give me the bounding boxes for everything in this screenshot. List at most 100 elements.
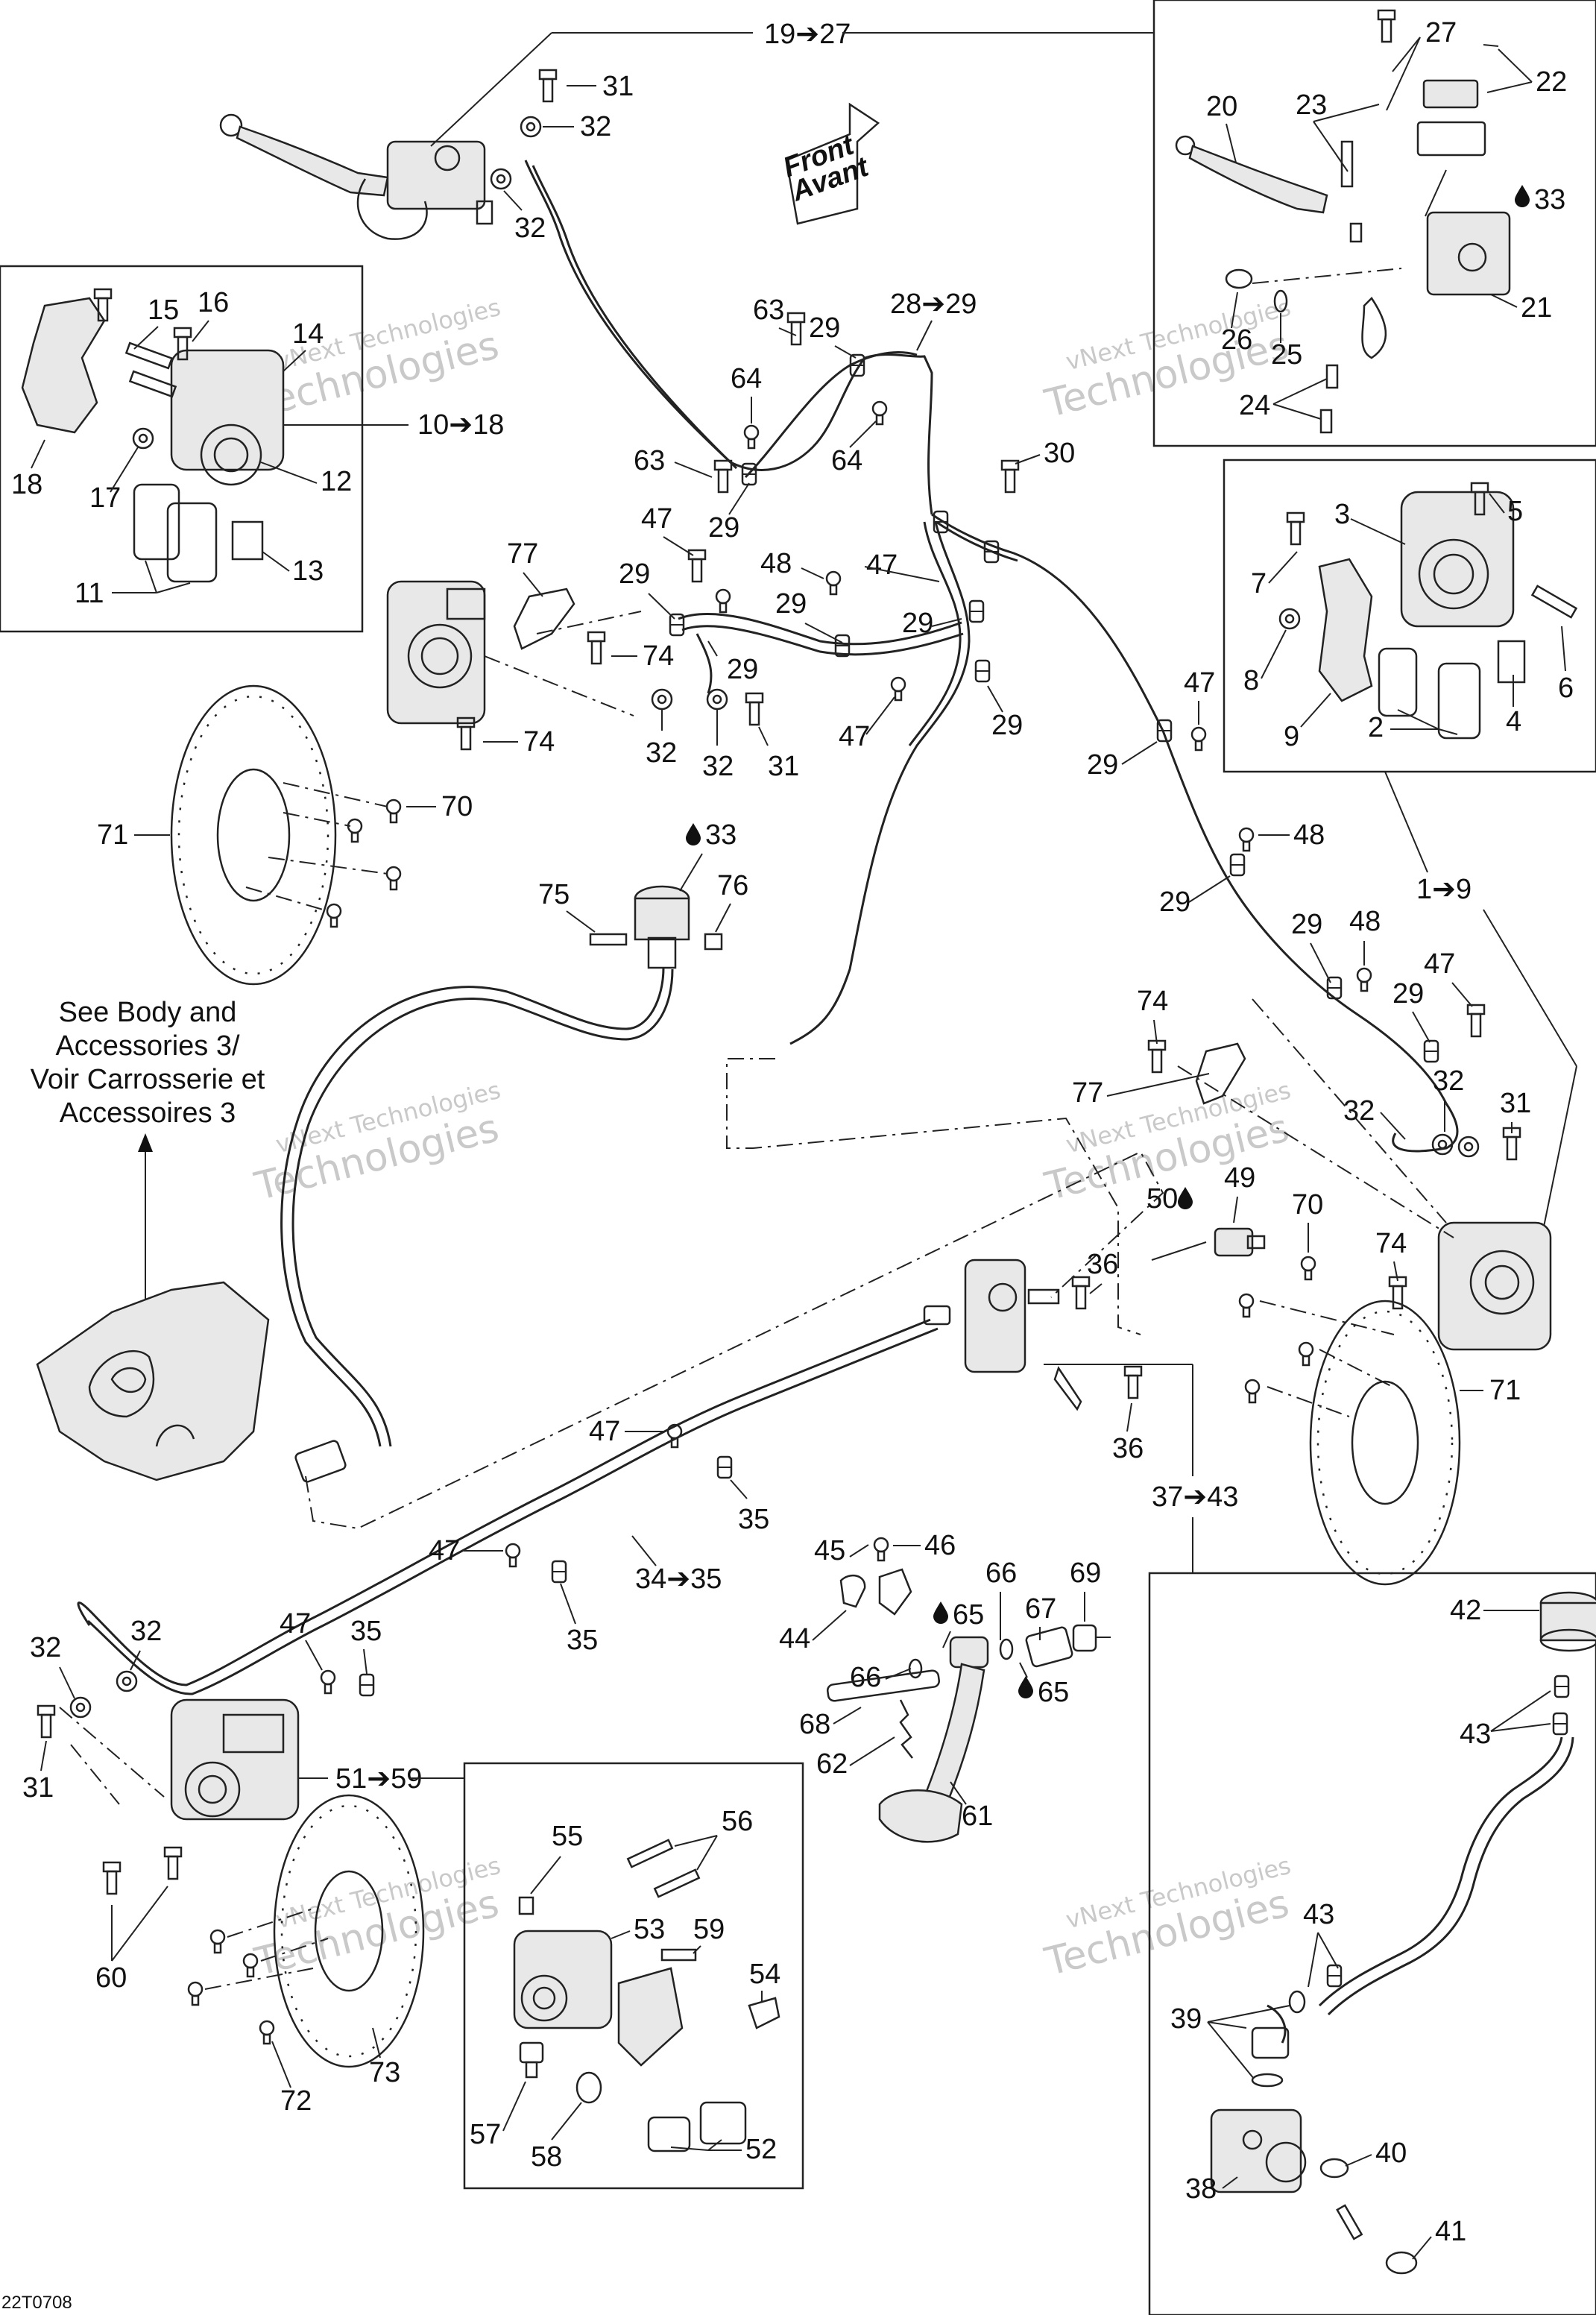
brake-disc-rear (273, 1794, 425, 2068)
callout-67: 67 (1025, 1593, 1056, 1625)
callout-29: 29 (708, 512, 739, 544)
callout-18: 18 (11, 469, 42, 500)
callout-36: 36 (1112, 1433, 1144, 1464)
callout-21: 21 (1521, 292, 1552, 324)
callout-2: 2 (1368, 712, 1384, 743)
brake-light-switch (1214, 1227, 1266, 1257)
inset-box-caliper-51-59 (463, 1762, 804, 2190)
callout-76: 76 (717, 870, 748, 901)
callout-4: 4 (1506, 706, 1521, 737)
callout-72: 72 (280, 2085, 312, 2117)
brake-disc-front-left (170, 684, 337, 986)
callout-48: 48 (760, 548, 792, 579)
front-direction-arrow: Front Avant (779, 102, 880, 225)
callout-47: 47 (280, 1608, 311, 1640)
callout-56: 56 (722, 1806, 753, 1837)
callout-77: 77 (507, 538, 538, 570)
callout-40: 40 (1375, 2138, 1407, 2169)
callout-32: 32 (514, 212, 546, 244)
callout-29: 29 (1087, 749, 1118, 781)
callout-47: 47 (429, 1535, 460, 1566)
master-cylinder-body (1426, 211, 1511, 296)
callout-46: 46 (924, 1530, 956, 1561)
callout-5: 5 (1507, 496, 1523, 527)
callout-48: 48 (1349, 906, 1381, 937)
callout-29: 29 (1392, 978, 1424, 1010)
callout-65: 65 (1038, 1677, 1069, 1708)
callout-38: 38 (1185, 2173, 1217, 2205)
callout-63: 63 (634, 445, 665, 476)
inset-box-master-cylinder-37-43 (1148, 1572, 1596, 2315)
callout-54: 54 (749, 1959, 780, 1990)
callout-73: 73 (369, 2057, 400, 2088)
callout-33: 33 (705, 819, 737, 851)
callout-69: 69 (1070, 1557, 1101, 1589)
callout-35: 35 (738, 1504, 769, 1535)
callout-32: 32 (30, 1632, 61, 1663)
callout-34-35: 34➔35 (635, 1563, 722, 1595)
callout-71: 71 (97, 819, 128, 851)
callout-35: 35 (350, 1616, 382, 1647)
callout-33: 33 (1534, 184, 1565, 215)
callout-29: 29 (727, 654, 758, 685)
callout-68: 68 (799, 1709, 830, 1740)
callout-63: 63 (753, 295, 784, 326)
callout-41: 41 (1435, 2216, 1466, 2247)
note-line-1: See Body and (59, 997, 237, 1028)
callout-31: 31 (768, 751, 799, 782)
callout-28-29: 28➔29 (890, 289, 977, 320)
callout-70: 70 (441, 791, 473, 822)
callout-29: 29 (775, 588, 807, 620)
inset-box-master-cylinder-19-27 (1152, 0, 1596, 447)
callout-24: 24 (1239, 390, 1270, 421)
callout-59: 59 (693, 1914, 725, 1945)
callout-43: 43 (1460, 1719, 1491, 1750)
front-right-caliper (1437, 1221, 1552, 1351)
note-line-3: Voir Carrosserie et (31, 1064, 265, 1095)
callout-47: 47 (839, 721, 870, 752)
callout-9: 9 (1284, 721, 1299, 752)
callout-74: 74 (523, 726, 555, 758)
hand-lever-master-cylinder-top (219, 113, 493, 240)
callout-36: 36 (1087, 1249, 1118, 1280)
callout-51-59: 51➔59 (335, 1763, 422, 1795)
rear-caliper (170, 1698, 300, 1821)
callout-29: 29 (1159, 886, 1190, 918)
rear-master-cylinder-body (1210, 2108, 1307, 2193)
callout-29: 29 (991, 710, 1023, 741)
callout-75: 75 (538, 879, 570, 910)
callout-47: 47 (866, 549, 898, 581)
callout-14: 14 (292, 318, 324, 350)
brake-junction-block (964, 1259, 1082, 1411)
callout-47: 47 (1184, 667, 1215, 699)
callout-22: 22 (1536, 66, 1567, 98)
callout-7: 7 (1251, 568, 1267, 599)
callout-3: 3 (1334, 499, 1350, 530)
callout-25: 25 (1271, 339, 1302, 371)
inset-box-caliper-10-18 (0, 265, 364, 633)
callout-16: 16 (198, 287, 229, 318)
callout-45: 45 (814, 1535, 845, 1566)
callout-23: 23 (1296, 89, 1327, 121)
callout-58: 58 (531, 2141, 562, 2173)
callout-32: 32 (580, 111, 611, 142)
callout-29: 29 (1291, 909, 1322, 940)
callout-42: 42 (1450, 1595, 1481, 1626)
callout-50: 50 (1146, 1183, 1178, 1215)
figure-code: 22T0708 (1, 2293, 72, 2313)
note-line-2: Accessories 3/ (55, 1030, 240, 1062)
inset-box-caliper-1-9 (1223, 459, 1596, 773)
callout-47: 47 (641, 503, 672, 535)
callout-61: 61 (962, 1801, 993, 1832)
note-line-4: Accessoires 3 (60, 1097, 236, 1129)
callout-43: 43 (1303, 1899, 1334, 1930)
callout-10-18: 10➔18 (417, 409, 504, 441)
callout-29: 29 (619, 558, 650, 590)
callout-31: 31 (22, 1772, 54, 1804)
callout-31: 31 (602, 71, 634, 102)
rear-caliper-exploded (513, 1930, 747, 2152)
rear-brake-reservoir (634, 885, 690, 969)
callout-19-27: 19➔27 (764, 19, 851, 50)
callout-32: 32 (1343, 1095, 1375, 1127)
